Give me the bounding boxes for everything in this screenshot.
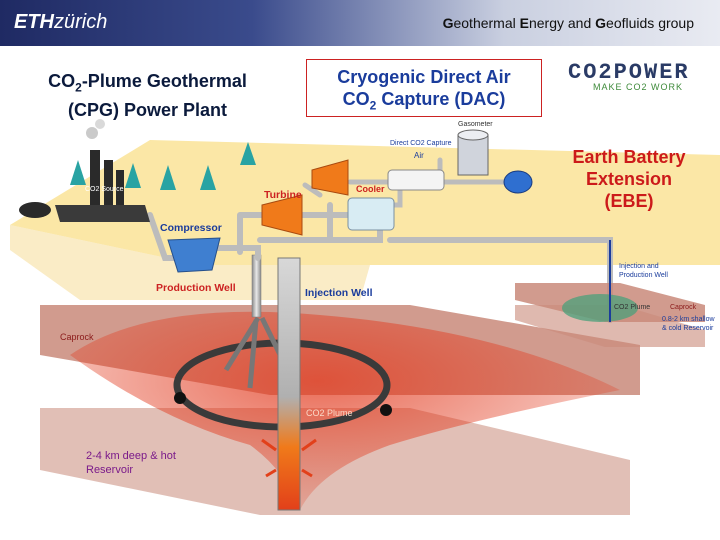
gasometer-top [457, 129, 489, 141]
production-well-pipe [251, 254, 262, 318]
dac-title-box: Cryogenic Direct Air CO2 Capture (DAC) [306, 59, 542, 117]
co2-tank [503, 170, 533, 194]
label-caprock-small: Caprock [670, 304, 697, 311]
label-cooler: Cooler [356, 184, 385, 194]
factory-stack-3 [116, 170, 124, 205]
pipe-main [147, 202, 613, 323]
label-caprock-main: Caprock [60, 332, 94, 342]
label-co2-plume-small: CO2 Plume [614, 304, 651, 311]
trees [70, 142, 256, 190]
cooler-unit [347, 197, 395, 231]
smoke-puff-1 [86, 127, 98, 139]
label-air: Air [414, 151, 424, 160]
flow-arrow-3 [265, 468, 277, 478]
flow-arrow-1 [261, 438, 277, 452]
factory-building [55, 205, 150, 222]
label-co2-plume-main: CO2 Plume [306, 408, 353, 418]
label-co2-source: CO2 Source [85, 186, 124, 193]
compressor [167, 237, 221, 273]
flow-arrow-2 [301, 438, 317, 452]
group-name: Geothermal Energy and Geofluids group [442, 15, 694, 31]
gasometer [457, 134, 489, 176]
co2-plume [70, 311, 620, 510]
ebe-plume [562, 294, 638, 322]
ebe-title: Earth Battery Extension (EBE) [572, 147, 686, 211]
eth-zurich-logo: ETHzürich [14, 11, 108, 33]
turbine-upper [311, 159, 349, 196]
co2power-logo: CO2POWER [568, 60, 690, 85]
dac-title: Cryogenic Direct Air CO2 Capture (DAC) [337, 67, 511, 113]
label-injection-production-well: Injection and Production Well [619, 263, 668, 279]
flow-arrow-4 [301, 468, 313, 478]
well-end-right [380, 404, 392, 416]
label-shallow-reservoir: 0.8-2 km shallow & cold Reservoir [662, 316, 715, 332]
label-compressor: Compressor [160, 222, 222, 234]
coal-pile [19, 202, 51, 218]
smoke-puff-2 [95, 119, 105, 129]
label-injection-well: Injection Well [305, 287, 373, 299]
label-direct-co2-capture: Direct CO2 Capture [390, 140, 452, 147]
label-gasometer: Gasometer [458, 121, 493, 128]
well-end-left [174, 392, 186, 404]
factory-stack-1 [90, 150, 100, 205]
injection-well-pipe [277, 257, 301, 511]
co2power-tagline: MAKE CO2 WORK [593, 82, 684, 92]
cpg-title: CO2-Plume Geothermal (CPG) Power Plant [48, 71, 247, 120]
label-reservoir: 2-4 km deep & hot Reservoir [86, 450, 176, 476]
label-production-well: Production Well [156, 282, 236, 294]
turbine-lower [261, 194, 303, 236]
label-turbine: Turbine [264, 189, 302, 201]
factory-stack-2 [104, 160, 113, 205]
header-bar: ETHzürich Geothermal Energy and Geofluid… [0, 0, 720, 46]
dac-unit [387, 169, 445, 191]
ebe-reservoir [515, 305, 705, 347]
